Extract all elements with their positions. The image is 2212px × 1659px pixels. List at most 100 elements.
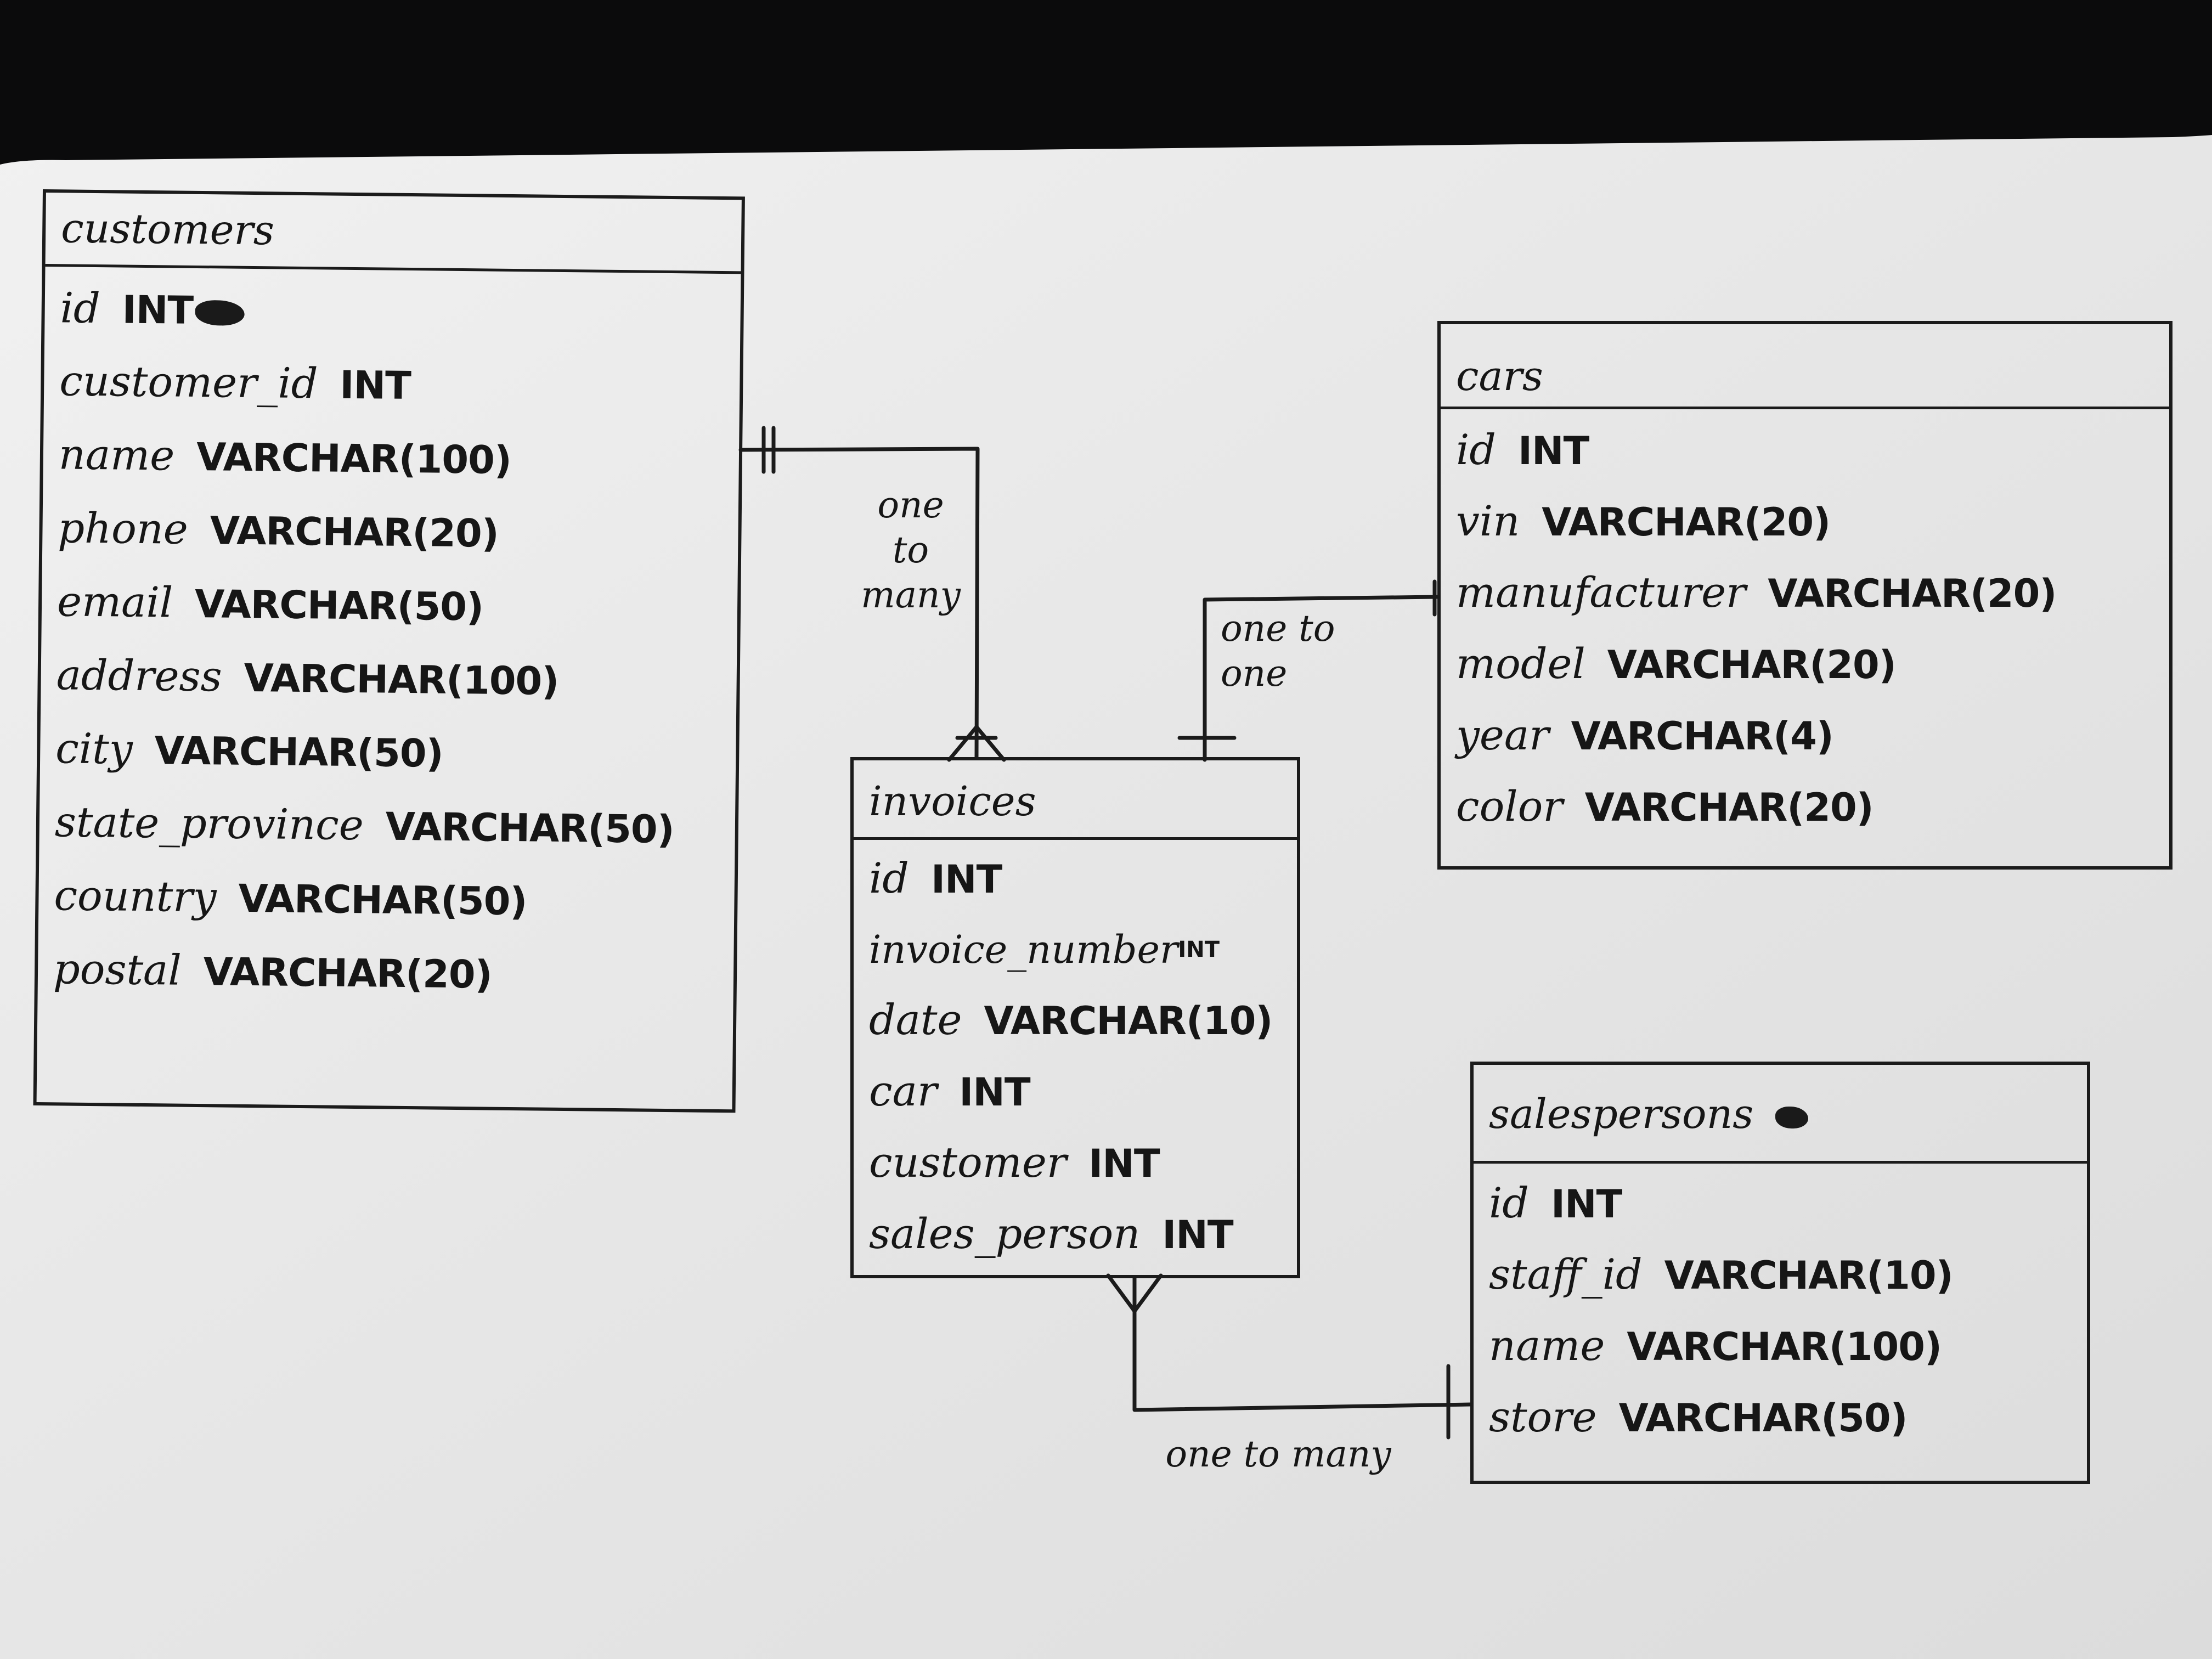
column-row: id INT	[854, 843, 1297, 915]
relationship-label: one to many	[861, 484, 961, 616]
column-row: model VARCHAR(20)	[1441, 629, 2169, 700]
column-type: VARCHAR(50)	[154, 728, 443, 776]
column-row: email VARCHAR(50)	[41, 565, 737, 646]
column-row: phone VARCHAR(20)	[42, 492, 738, 572]
table-title: cars	[1441, 324, 2169, 409]
column-name: country	[54, 871, 217, 922]
column-type: VARCHAR(20)	[1607, 642, 1897, 687]
column-name: id	[869, 854, 909, 902]
column-row: store VARCHAR(50)	[1474, 1382, 2087, 1453]
column-type: VARCHAR(20)	[1768, 571, 2057, 616]
column-row: date VARCHAR(10)	[854, 985, 1297, 1056]
column-name: car	[869, 1066, 938, 1115]
relationship-label: one to many	[1165, 1433, 1391, 1475]
column-type: VARCHAR(20)	[1542, 500, 1831, 545]
column-name: vin	[1456, 496, 1520, 545]
column-name: invoice_number	[869, 927, 1178, 972]
column-row: id INT	[44, 272, 741, 352]
column-type: INT	[122, 287, 194, 333]
column-name: customer_id	[59, 356, 318, 408]
column-type: INT	[1178, 937, 1220, 962]
column-row: id INT	[1474, 1168, 2087, 1239]
column-row: state_province VARCHAR(50)	[39, 786, 735, 866]
many-mark-invoices-top	[947, 725, 1006, 762]
column-row: address VARCHAR(100)	[41, 639, 737, 719]
column-row: name VARCHAR(100)	[1474, 1311, 2087, 1382]
column-type: VARCHAR(10)	[984, 998, 1273, 1043]
column-type: VARCHAR(100)	[244, 655, 559, 704]
column-type: INT	[1517, 428, 1589, 473]
column-name: state_province	[54, 797, 364, 850]
column-row: name VARCHAR(100)	[43, 418, 739, 499]
column-row: customer_id INT	[44, 345, 740, 425]
column-type: VARCHAR(50)	[238, 876, 527, 924]
column-row: postal VARCHAR(20)	[37, 933, 733, 1013]
column-row: color VARCHAR(20)	[1441, 771, 2169, 843]
table-title: salespersons	[1474, 1065, 2087, 1164]
column-name: store	[1489, 1392, 1597, 1441]
column-row: car INT	[854, 1056, 1297, 1127]
rel-invoices-salespersons	[1132, 1276, 1472, 1412]
column-row: id INT	[1441, 415, 2169, 486]
column-name: name	[58, 430, 175, 480]
column-type: INT	[1550, 1182, 1622, 1227]
paper-shape	[0, 135, 2212, 1659]
column-name: id	[1456, 425, 1496, 474]
column-type: INT	[930, 857, 1002, 902]
table-title: invoices	[854, 760, 1297, 840]
rel-customers-invoices	[738, 447, 980, 759]
column-name: id	[60, 283, 101, 333]
column-name: staff_id	[1489, 1250, 1643, 1299]
column-type: VARCHAR(20)	[203, 949, 492, 997]
column-row: year VARCHAR(4)	[1441, 700, 2169, 771]
column-row: vin VARCHAR(20)	[1441, 486, 2169, 557]
column-row: customer INT	[854, 1127, 1297, 1199]
column-name: model	[1456, 639, 1585, 688]
rel-invoices-cars	[1203, 595, 1440, 762]
column-type: INT	[1162, 1212, 1233, 1257]
column-row: country VARCHAR(50)	[38, 859, 735, 940]
column-name: customer	[869, 1138, 1067, 1187]
column-name: color	[1456, 782, 1563, 831]
column-row: city VARCHAR(50)	[40, 712, 736, 793]
column-type: VARCHAR(4)	[1571, 714, 1834, 759]
column-type: VARCHAR(50)	[385, 804, 675, 853]
column-name: postal	[53, 944, 182, 995]
column-type: VARCHAR(20)	[210, 508, 499, 556]
column-name: city	[55, 724, 133, 774]
table-title-text: salespersons	[1489, 1091, 1754, 1138]
column-type: INT	[1088, 1141, 1160, 1186]
column-type: VARCHAR(50)	[1618, 1396, 1908, 1441]
column-name: email	[57, 577, 173, 627]
column-type: VARCHAR(100)	[1627, 1324, 1942, 1369]
column-name: date	[869, 995, 962, 1044]
column-name: sales_person	[869, 1209, 1141, 1258]
column-name: phone	[58, 503, 189, 554]
column-row: invoice_numberINT	[854, 915, 1297, 985]
scribble-mark	[1775, 1106, 1809, 1128]
column-type: VARCHAR(50)	[194, 581, 484, 630]
relationship-label: one to one	[1221, 607, 1335, 695]
column-name: id	[1489, 1178, 1529, 1227]
table-title: customers	[45, 193, 742, 274]
column-name: year	[1456, 710, 1549, 759]
column-type: INT	[959, 1070, 1030, 1115]
column-name: name	[1489, 1321, 1605, 1370]
scribble-mark	[195, 300, 245, 326]
column-type: VARCHAR(20)	[1584, 785, 1874, 830]
column-type: INT	[340, 362, 411, 409]
column-name: manufacturer	[1456, 568, 1746, 617]
column-name: address	[56, 650, 223, 701]
many-mark-invoices-bottom	[1106, 1273, 1163, 1313]
column-row: manufacturer VARCHAR(20)	[1441, 557, 2169, 629]
column-row: sales_person INT	[854, 1199, 1297, 1270]
column-type: VARCHAR(100)	[196, 434, 512, 483]
